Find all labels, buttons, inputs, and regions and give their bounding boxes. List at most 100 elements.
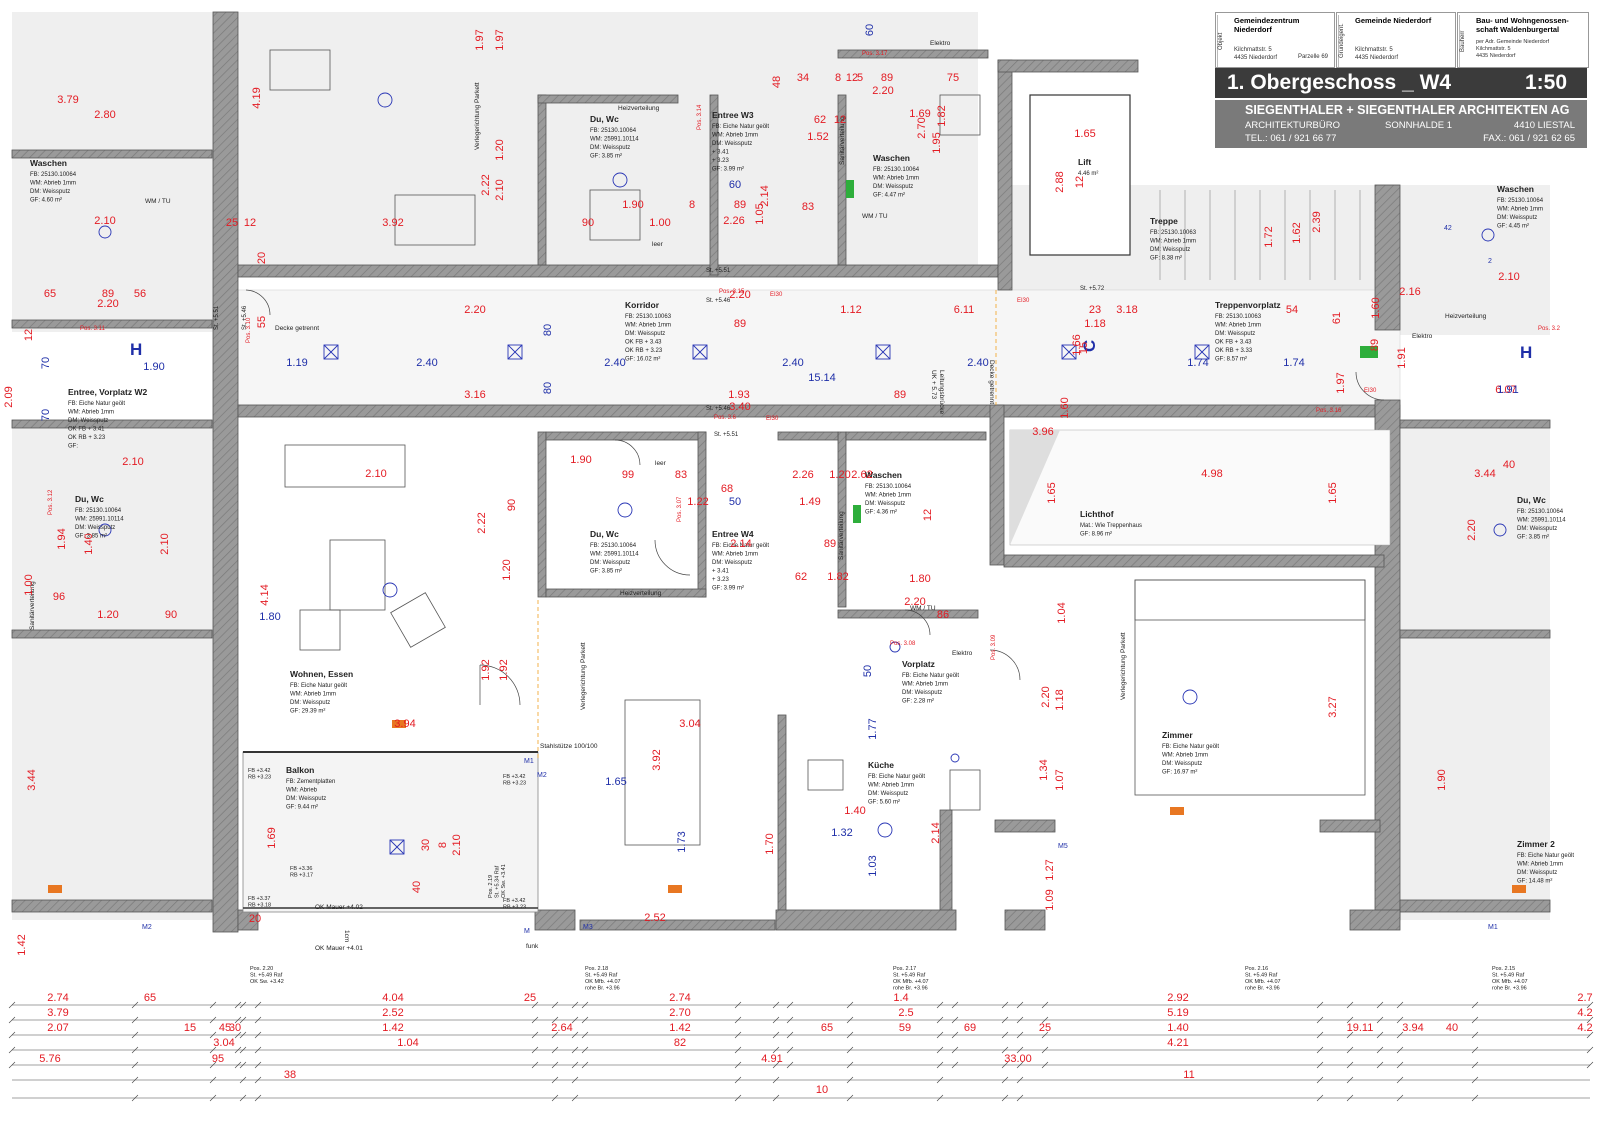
dimension-blue: 80 <box>542 324 554 336</box>
dimension-red: 1.42 <box>16 934 28 955</box>
dimension-red: 3.44 <box>26 769 38 790</box>
dimension-red: 1.00 <box>649 217 670 229</box>
dimension-red: 1.97 <box>1335 372 1347 393</box>
firm-city: 4410 LIESTAL <box>1513 120 1575 131</box>
room-name: Waschen <box>865 470 902 480</box>
plan-note: Heizverteilung <box>620 590 662 597</box>
room-name: Du, Wc <box>590 529 619 539</box>
grundeigentuemer-name: Gemeinde Niederdorf <box>1355 16 1432 25</box>
dimension-blue: 1.73 <box>676 831 688 852</box>
room-name: Vorplatz <box>902 659 935 669</box>
dimension-red: 1.4 <box>893 992 908 1004</box>
dimension-red: 2.88 <box>1054 171 1066 192</box>
room-spec-gf: GF: 2.28 m² <box>902 699 934 705</box>
dimension-tick <box>1396 1031 1404 1039</box>
dimension-tick <box>209 1076 217 1084</box>
dimension-blue: 2.40 <box>967 357 988 369</box>
dimension-tick <box>1001 1094 1009 1102</box>
dimension-tick <box>734 1016 742 1024</box>
dimension-red: 89 <box>824 538 836 550</box>
room-spec-wm: WM: Abrieb 1mm <box>1162 753 1208 759</box>
dimension-tick <box>1471 1001 1479 1009</box>
dimension-tick <box>846 1016 854 1024</box>
dimension-tick <box>1396 1094 1404 1102</box>
dimension-red: 12 <box>846 72 858 84</box>
dimension-red: 65 <box>44 288 56 300</box>
room-spec-dm: DM: Weissputz <box>68 418 108 424</box>
dimension-red: 5 <box>857 72 863 84</box>
balcony-slab <box>242 751 539 913</box>
dimension-red: 83 <box>675 469 687 481</box>
dimension-red: 12 <box>244 217 256 229</box>
room-spec-fb: FB: 25130.10063 <box>1215 314 1262 320</box>
room-spec-gf: GF: 3.85 m² <box>75 534 107 540</box>
dimension-tick <box>772 1046 780 1054</box>
dimension-tick <box>1001 1031 1009 1039</box>
dimension-tick <box>786 1016 794 1024</box>
bauherr-name: Bau- und Wohngenossen- schaft Waldenburg… <box>1476 16 1569 34</box>
dimension-tick <box>772 1061 780 1069</box>
dimension-tick <box>772 1094 780 1102</box>
dimension-tick <box>209 1031 217 1039</box>
dimension-tick <box>1376 1031 1384 1039</box>
dimension-blue: 70 <box>40 409 52 421</box>
room-spec-wm: WM: Abrieb 1mm <box>865 493 911 499</box>
dimension-red: 1.90 <box>570 454 591 466</box>
dimension-red: 48 <box>771 76 783 88</box>
room-name: Treppenvorplatz <box>1215 300 1281 310</box>
dimension-red: 4.19 <box>251 87 263 108</box>
dimension-tick <box>254 1076 262 1084</box>
dimension-tick <box>209 1061 217 1069</box>
room-spec-fb: FB: 25130.10064 <box>873 167 920 173</box>
dimension-tick <box>1471 1016 1479 1024</box>
dimension-red: 1.72 <box>1263 226 1275 247</box>
title-block-objekt: Objekt Gemeindezentrum Niederdorf Kilchm… <box>1215 12 1335 68</box>
dimension-tick <box>551 1031 559 1039</box>
dimension-red: 68 <box>721 483 733 495</box>
dimension-red: 4.98 <box>1201 468 1222 480</box>
dimension-tick <box>1586 1001 1594 1009</box>
room-spec-ok1: + 3.41 <box>712 150 730 156</box>
dimension-red: 2.10 <box>94 215 115 227</box>
room-spec-gf: GF: 14.48 m² <box>1517 879 1552 885</box>
room-name: Lift <box>1078 157 1091 167</box>
marker: EI30 <box>766 416 779 422</box>
dimension-tick <box>936 1076 944 1084</box>
room-spec-wm: WM: Abrieb 1mm <box>712 133 758 139</box>
dimension-red: 1.18 <box>1054 689 1066 710</box>
marker: M1 <box>524 758 534 765</box>
room-spec-dm: DM: Weissputz <box>290 700 330 706</box>
room-name: Treppe <box>1150 216 1178 226</box>
dimension-red: 75 <box>947 72 959 84</box>
dimension-red: 4.2 <box>1577 1022 1592 1034</box>
room-spec-fb: FB: 25130.10064 <box>590 128 637 134</box>
room-spec-ok2: OK RB + 3.23 <box>68 435 106 441</box>
dimension-red: 1.49 <box>799 496 820 508</box>
dimension-red: 95 <box>212 1053 224 1065</box>
plan-note: Heizverteilung <box>1445 313 1487 320</box>
dimension-tick <box>1471 1046 1479 1054</box>
room-spec-dm: DM: Weissputz <box>1150 247 1190 253</box>
room-name: Balkon <box>286 765 314 775</box>
dimension-tick <box>786 1046 794 1054</box>
dimension-red: 90 <box>506 499 518 511</box>
dimension-red: 3.96 <box>1032 426 1053 438</box>
dimension-red: 1.04 <box>397 1037 418 1049</box>
dimension-red: 3.94 <box>1402 1022 1423 1034</box>
level-tag: St. +5.46 <box>706 406 731 412</box>
dimension-tick <box>8 1001 16 1009</box>
dimension-tick <box>1396 1076 1404 1084</box>
level-tag: St. +5.46 <box>706 298 731 304</box>
dimension-red: 3.92 <box>382 217 403 229</box>
dimension-tick <box>1016 1001 1024 1009</box>
dimension-tick <box>936 1094 944 1102</box>
orange-markers <box>48 720 1526 893</box>
dimension-blue: 60 <box>729 179 741 191</box>
dimension-tick <box>951 1061 959 1069</box>
architect-block: SIEGENTHALER + SIEGENTHALER ARCHITEKTEN … <box>1215 100 1587 148</box>
room-spec-dm: DM: Weissputz <box>590 560 630 566</box>
